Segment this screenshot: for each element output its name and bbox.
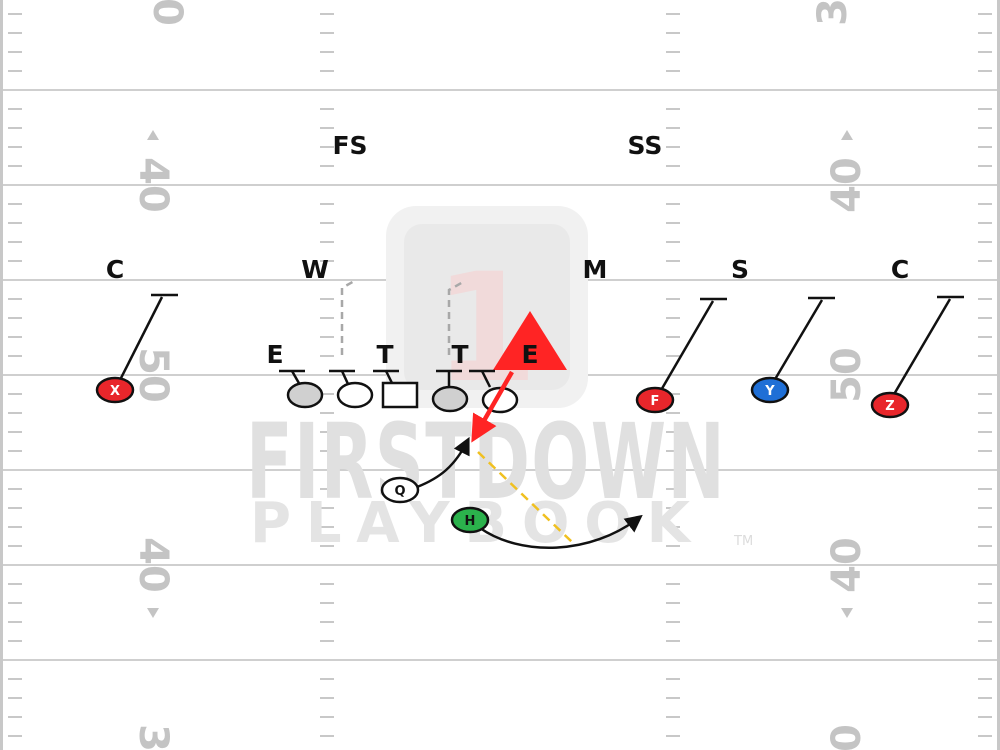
label-quarterback: Q <box>394 484 405 499</box>
qb-path <box>416 436 470 489</box>
yard-number-right-top: 3 <box>810 0 856 26</box>
label-free-safety: FS <box>332 131 367 160</box>
label-end-right: E <box>521 340 538 369</box>
receivers: X F Y Z <box>95 293 964 419</box>
halfback-path <box>479 514 643 549</box>
blitz-triangle-icon <box>493 311 567 370</box>
yard-numbers: 0 3 40 40 50 50 40 40 3 0 <box>130 0 870 750</box>
label-sam-linebacker: S <box>731 255 749 284</box>
quarterback: Q <box>380 476 420 504</box>
watermark-brand-sub: PLAYBOOK <box>250 491 730 556</box>
y-receiver: Y <box>750 296 835 404</box>
direction-arrow-icon <box>841 608 853 618</box>
hash-marks <box>8 13 992 737</box>
yard-number-right-bottom: 0 <box>824 724 870 750</box>
label-end-left: E <box>266 340 283 369</box>
yard-number-left-top: 0 <box>144 0 190 26</box>
x-receiver: X <box>95 293 178 404</box>
yard-number-left-40-upper: 40 <box>130 157 176 213</box>
yard-number-left-bottom: 3 <box>130 724 176 750</box>
halfback: H <box>450 506 490 534</box>
label-mike-linebacker: M <box>583 255 608 284</box>
f-receiver: F <box>635 297 727 414</box>
yard-number-right-50: 50 <box>824 347 870 403</box>
offensive-line <box>279 369 519 414</box>
label-halfback: H <box>465 514 476 529</box>
direction-arrow-icon <box>147 130 159 140</box>
left-tackle <box>286 381 324 409</box>
will-scrape-path <box>340 278 357 355</box>
label-corner-right: C <box>891 255 909 284</box>
yard-number-right-40-upper: 40 <box>824 157 870 213</box>
label-z-receiver: Z <box>885 399 894 414</box>
yard-number-right-40-lower: 40 <box>824 537 870 593</box>
end-blitz-arrow <box>471 370 514 443</box>
z-receiver: Z <box>870 295 964 419</box>
label-f-receiver: F <box>651 394 660 409</box>
yard-number-left-50: 50 <box>130 347 176 403</box>
linebacker-scrape-paths <box>340 278 464 355</box>
label-tackle-left: T <box>376 340 393 369</box>
label-will-linebacker: W <box>301 255 329 284</box>
pass-lane <box>477 451 573 543</box>
right-sideline <box>997 0 1000 750</box>
label-tackle-right: T <box>451 340 468 369</box>
label-strong-safety: SS <box>628 131 663 160</box>
label-x-receiver: X <box>110 384 120 399</box>
watermark-trademark: TM <box>733 534 753 549</box>
yard-lines <box>3 89 997 661</box>
center-square <box>381 381 419 409</box>
direction-arrow-icon <box>841 130 853 140</box>
left-guard <box>336 381 374 409</box>
left-sideline <box>0 0 3 750</box>
right-guard <box>431 385 469 413</box>
yard-number-left-40-lower: 40 <box>130 537 176 593</box>
mike-scrape-path <box>447 280 464 355</box>
label-y-receiver: Y <box>764 384 775 399</box>
label-corner-left: C <box>106 255 124 284</box>
direction-arrow-icon <box>147 608 159 618</box>
defense: FS SS C W M S C E T T <box>106 131 909 369</box>
